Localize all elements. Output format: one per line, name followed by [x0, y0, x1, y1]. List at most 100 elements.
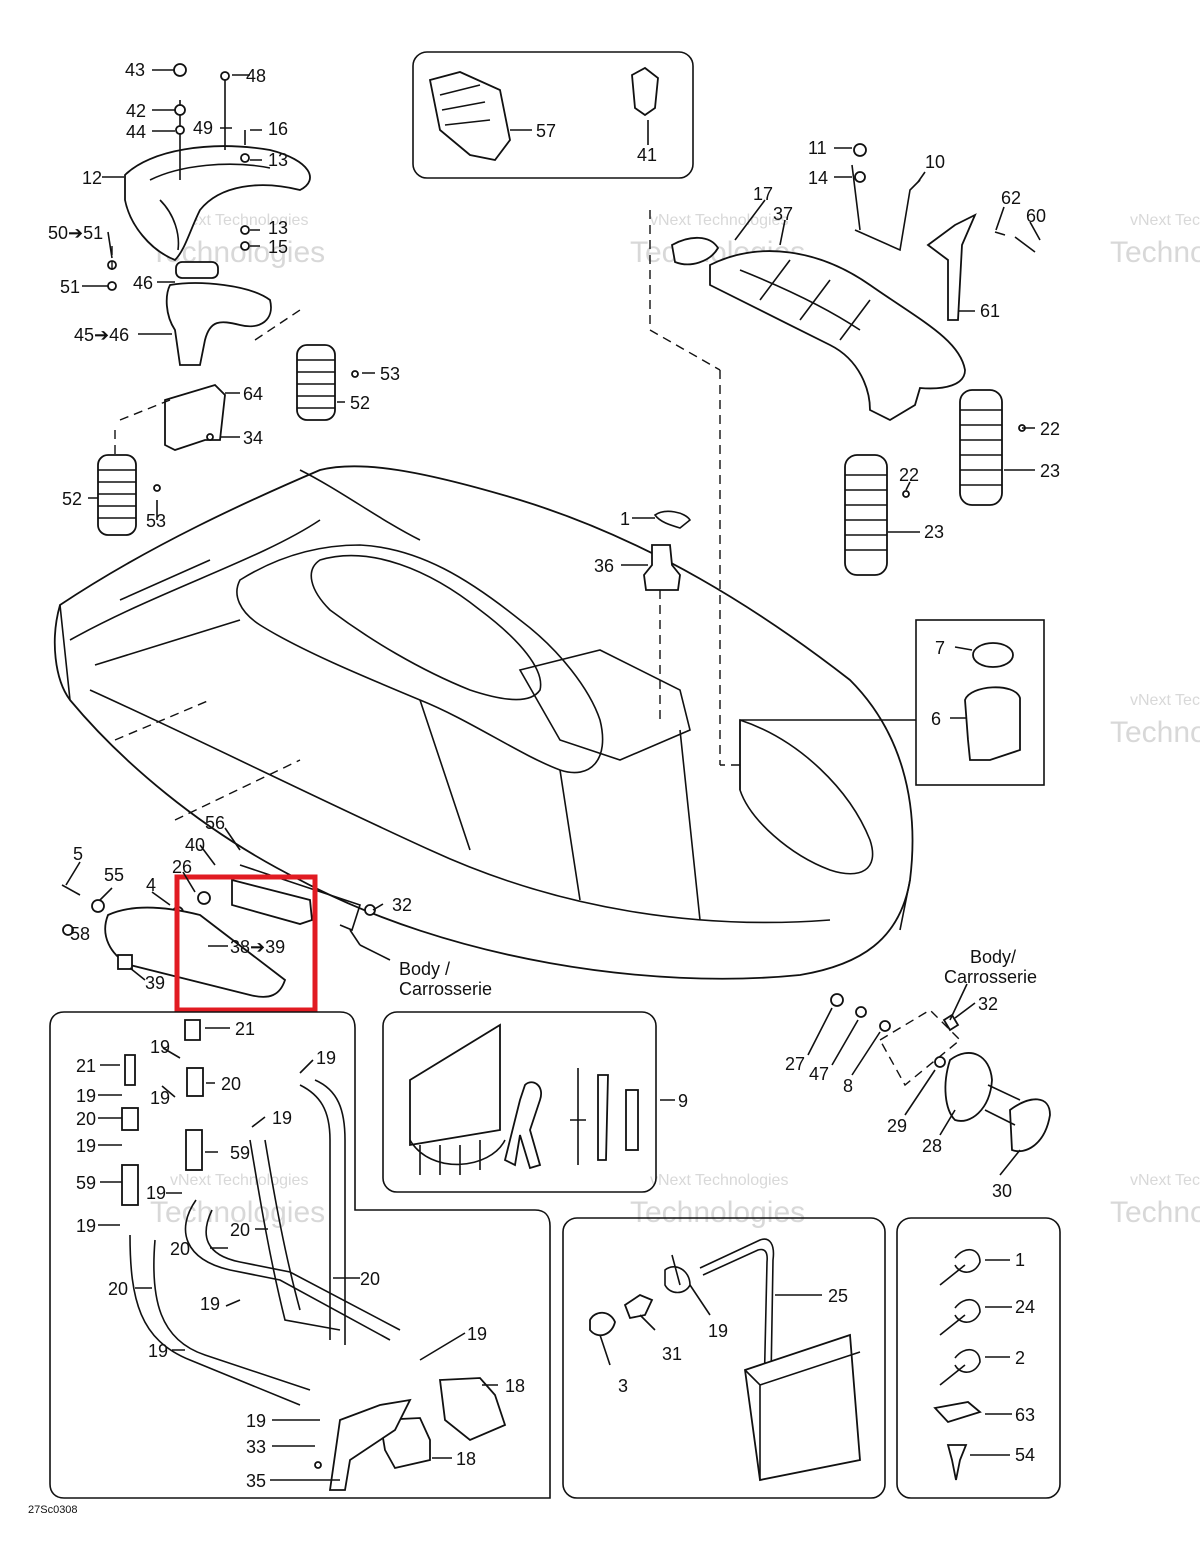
callout-label: 20	[221, 1074, 241, 1094]
callout-label: 14	[808, 168, 828, 188]
watermark: Technologies	[1110, 1196, 1200, 1229]
callout-label: 18	[456, 1449, 476, 1469]
watermark: Technologies	[150, 1196, 325, 1229]
callout-label: 56	[205, 813, 225, 833]
callout-label: 52	[350, 393, 370, 413]
callout-label: 27	[785, 1054, 805, 1074]
callout-label: 52	[62, 489, 82, 509]
battery-vent-box	[562, 1217, 886, 1499]
callout-label: 19	[76, 1216, 96, 1236]
callout-label: 21	[235, 1019, 255, 1039]
callout-label: 62	[1001, 188, 1021, 208]
callout-label: 51	[60, 277, 80, 297]
watermark: vNext Technologies	[1130, 1172, 1200, 1189]
callout-label: 9	[678, 1091, 688, 1111]
callout-label: 19	[708, 1321, 728, 1341]
tool-kit-box	[382, 1011, 657, 1193]
callout-label: 21	[76, 1056, 96, 1076]
callout-label: 20	[108, 1279, 128, 1299]
callout-label: Body/	[970, 947, 1016, 967]
callout-label: 4	[146, 875, 156, 895]
callout-label: 20	[76, 1109, 96, 1129]
callout-label: 18	[505, 1376, 525, 1396]
watermark: vNext Technologies	[650, 1172, 788, 1189]
callout-label: Carrosserie	[944, 967, 1037, 987]
callout-label: 42	[126, 101, 146, 121]
callout-label: 59	[76, 1173, 96, 1193]
callout-label: 6	[931, 709, 941, 729]
callout-label: 23	[1040, 461, 1060, 481]
callout-label: 19	[272, 1108, 292, 1128]
filler-neck-group	[643, 510, 692, 591]
callout-label: Carrosserie	[399, 979, 492, 999]
callout-label: 37	[773, 204, 793, 224]
callout-label: 53	[146, 511, 166, 531]
fuel-line-box	[49, 1011, 551, 1499]
callout-label: 45➔46	[74, 325, 129, 345]
callout-label: 20	[230, 1220, 250, 1240]
rear-grab-handle-group	[830, 993, 1051, 1153]
callout-label: 19	[150, 1088, 170, 1108]
hull-body	[53, 210, 916, 980]
callout-label: 35	[246, 1471, 266, 1491]
callout-label: 41	[637, 145, 657, 165]
callout-label: 25	[828, 1286, 848, 1306]
callout-label: 2	[1015, 1348, 1025, 1368]
callout-label: 44	[126, 122, 146, 142]
callout-label: 32	[392, 895, 412, 915]
callout-label: 36	[594, 556, 614, 576]
callout-label: 19	[467, 1324, 487, 1344]
callout-label: 32	[978, 994, 998, 1014]
watermark: Technologies	[630, 1196, 805, 1229]
watermark: vNext Technologies	[170, 1172, 308, 1189]
callout-label: 11	[808, 138, 827, 158]
callout-label: 19	[76, 1136, 96, 1156]
callout-label: 43	[125, 60, 145, 80]
leader-lines	[65, 69, 1041, 1481]
callout-label: 33	[246, 1437, 266, 1457]
callout-label: 50➔51	[48, 223, 103, 243]
watermark: Technologies	[1110, 716, 1200, 749]
callout-label: 19	[146, 1183, 166, 1203]
callout-label: 3	[618, 1376, 628, 1396]
watermark: vNext Technologies	[1130, 212, 1200, 229]
callout-label: 47	[809, 1064, 829, 1084]
callout-label: 20	[360, 1269, 380, 1289]
callout-label: 19	[200, 1294, 220, 1314]
callout-label: 59	[230, 1143, 250, 1163]
callout-label: 13	[268, 150, 288, 170]
watermark: vNext Technologies	[170, 212, 308, 229]
watermark: vNext Technologies	[650, 212, 788, 229]
callout-label: 29	[887, 1116, 907, 1136]
callout-label: 34	[243, 428, 263, 448]
diagram-code: 27Sc0308	[28, 1504, 78, 1516]
callout-label: 38➔39	[230, 937, 285, 957]
part-callout-labels: 43 48 42 44 49 16 13 12 50➔51 13 15 46 5…	[28, 60, 1060, 1516]
callout-label: 13	[268, 218, 288, 238]
callout-label: 5	[73, 844, 83, 864]
callout-label: 10	[925, 152, 945, 172]
callout-label: 60	[1026, 206, 1046, 226]
storage-cover-box	[915, 619, 1045, 786]
callout-label: 22	[899, 465, 919, 485]
callout-label: 64	[243, 384, 263, 404]
callout-label: 19	[150, 1037, 170, 1057]
callout-label: 26	[172, 857, 192, 877]
callout-label: 58	[70, 924, 90, 944]
clamp-kit-box	[896, 1217, 1061, 1499]
callout-label: 19	[246, 1411, 266, 1431]
callout-label: 19	[316, 1048, 336, 1068]
callout-label: 16	[268, 119, 288, 139]
bracket-detail-box	[412, 51, 694, 179]
callout-label: 54	[1015, 1445, 1035, 1465]
callout-label: 12	[82, 168, 102, 188]
callout-label: 19	[148, 1341, 168, 1361]
callout-label: 1	[620, 509, 630, 529]
callout-label: 55	[104, 865, 124, 885]
highlight-box	[174, 874, 318, 1013]
watermark: Technologies	[1110, 236, 1200, 269]
callout-label: 15	[268, 237, 288, 257]
callout-label: 24	[1015, 1297, 1035, 1317]
callout-label: 53	[380, 364, 400, 384]
